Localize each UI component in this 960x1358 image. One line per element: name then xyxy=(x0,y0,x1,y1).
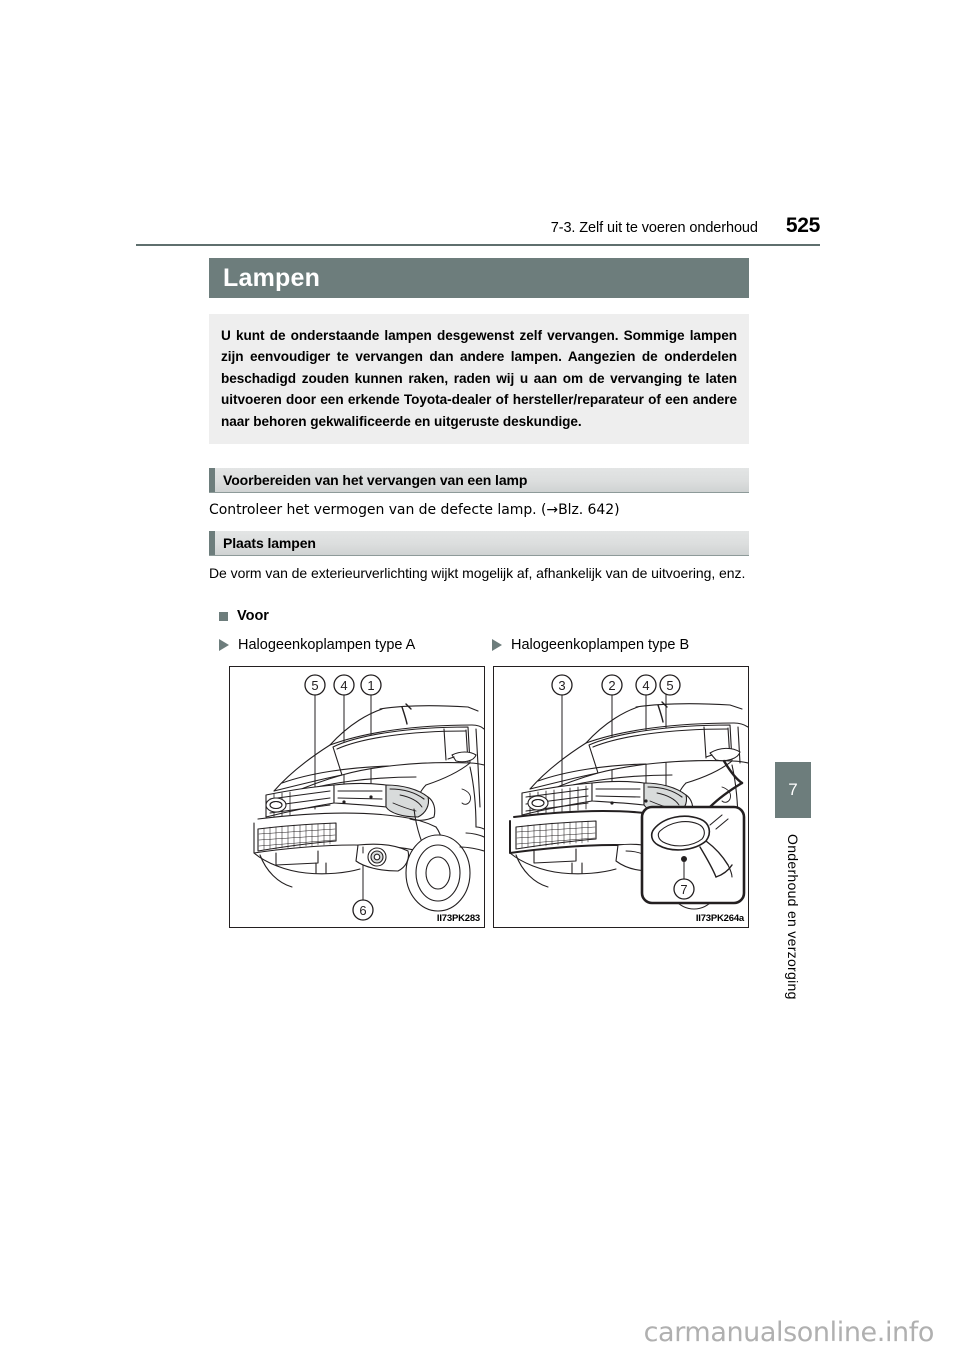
header-section-title: 7-3. Zelf uit te voeren onderhoud xyxy=(550,220,758,236)
figure-label-type-a: Halogeenkoplampen type A xyxy=(219,637,415,653)
figure-label-text: Halogeenkoplampen type B xyxy=(511,637,690,653)
subsection-heading-voor: Voor xyxy=(219,608,269,624)
page-number: 525 xyxy=(785,214,820,237)
triangle-bullet-icon xyxy=(492,639,502,651)
svg-text:1: 1 xyxy=(367,678,374,693)
svg-text:4: 4 xyxy=(642,678,649,693)
figure-halogen-headlamps-type-a: 5 4 1 6 II73PK283 xyxy=(229,666,485,928)
header-divider xyxy=(136,244,820,246)
section-heading-label: Plaats lampen xyxy=(223,535,316,551)
section-body-voorbereiden: Controleer het vermogen van de defecte l… xyxy=(209,502,620,518)
figure-b-callouts: 3 2 4 5 7 xyxy=(551,674,695,900)
triangle-bullet-icon xyxy=(219,639,229,651)
square-bullet-icon xyxy=(219,611,228,621)
chapter-title-vertical: Onderhoud en verzorging xyxy=(775,834,811,1034)
section-heading-voorbereiden: Voorbereiden van het vervangen van een l… xyxy=(209,468,749,493)
figure-label-type-b: Halogeenkoplampen type B xyxy=(492,637,689,653)
chapter-number-tab: 7 xyxy=(775,762,811,818)
svg-text:2: 2 xyxy=(608,678,615,693)
site-watermark: carmanualsonline.info xyxy=(643,1317,935,1348)
page-title-bar: Lampen xyxy=(209,258,749,298)
subsection-heading-label: Voor xyxy=(237,608,269,624)
figure-b-caption: II73PK264a xyxy=(695,913,744,924)
running-header: 7-3. Zelf uit te voeren onderhoud 525 xyxy=(136,214,821,238)
figure-a-caption: II73PK283 xyxy=(436,913,480,924)
svg-text:6: 6 xyxy=(359,903,366,918)
svg-text:5: 5 xyxy=(311,678,318,693)
chapter-number: 7 xyxy=(788,780,798,799)
chapter-title-text: Onderhoud en verzorging xyxy=(785,834,801,1000)
figure-halogen-headlamps-type-b: 3 2 4 5 7 II73PK264a xyxy=(493,666,749,928)
section-heading-label: Voorbereiden van het vervangen van een l… xyxy=(223,472,528,488)
figure-label-text: Halogeenkoplampen type A xyxy=(238,637,416,653)
section-heading-plaats-lampen: Plaats lampen xyxy=(209,531,749,556)
svg-text:3: 3 xyxy=(558,678,565,693)
figure-a-callouts: 5 4 1 6 xyxy=(304,674,382,921)
figure-b-illustration: 3 2 4 5 7 xyxy=(509,674,748,910)
figure-a-illustration: 5 4 1 6 xyxy=(253,674,484,921)
section-accent-bar xyxy=(209,468,215,492)
intro-notice-box: U kunt de onderstaande lampen desgewenst… xyxy=(209,314,749,445)
section-body-plaats-lampen: De vorm van de exterieurverlichting wijk… xyxy=(209,565,746,581)
page-title: Lampen xyxy=(223,263,321,292)
section-accent-bar xyxy=(209,531,215,555)
svg-text:4: 4 xyxy=(340,678,347,693)
svg-text:5: 5 xyxy=(666,678,673,693)
intro-notice-text: U kunt de onderstaande lampen desgewenst… xyxy=(221,328,737,429)
svg-text:7: 7 xyxy=(680,882,687,897)
